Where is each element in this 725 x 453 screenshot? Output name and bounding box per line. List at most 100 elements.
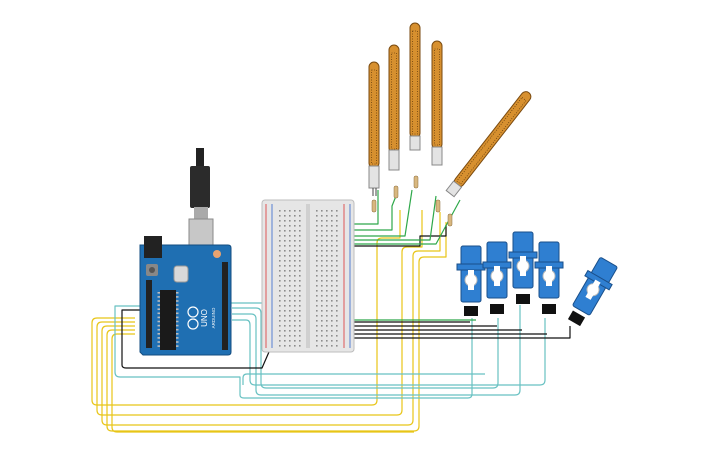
chip-pin: [157, 341, 160, 343]
breadboard-hole: [294, 230, 296, 232]
flex-sensor-5: [445, 91, 532, 198]
breadboard-hole: [331, 265, 333, 267]
breadboard-hole: [326, 315, 328, 317]
breadboard-hole: [294, 265, 296, 267]
breadboard-hole: [321, 290, 323, 292]
breadboard-hole: [316, 260, 318, 262]
green-wire-2: [346, 195, 397, 231]
breadboard-hole: [316, 340, 318, 342]
chip-pin: [176, 304, 179, 306]
servo-4: [534, 241, 564, 314]
breadboard-hole: [321, 330, 323, 332]
power-jack: [144, 236, 162, 258]
breadboard-hole: [316, 210, 318, 212]
breadboard-hole: [321, 280, 323, 282]
breadboard-hole: [289, 325, 291, 327]
resistor-2: [393, 185, 399, 199]
breadboard-hole: [321, 255, 323, 257]
breadboard-hole: [321, 260, 323, 262]
breadboard-hole: [331, 260, 333, 262]
chip-pin: [157, 292, 160, 294]
breadboard-hole: [299, 250, 301, 252]
breadboard-hole: [316, 285, 318, 287]
breadboard-hole: [279, 295, 281, 297]
breadboard-hole: [336, 270, 338, 272]
breadboard-hole: [336, 230, 338, 232]
breadboard-hole: [294, 330, 296, 332]
breadboard-hole: [279, 285, 281, 287]
breadboard-hole: [294, 300, 296, 302]
breadboard-hole: [321, 285, 323, 287]
flex-sensor-3: [409, 22, 421, 151]
breadboard-hole: [279, 340, 281, 342]
breadboard-hole: [316, 225, 318, 227]
breadboard-hole: [279, 220, 281, 222]
breadboard-hole: [336, 250, 338, 252]
breadboard-hole: [289, 275, 291, 277]
breadboard-hole: [279, 310, 281, 312]
breadboard-hole: [279, 290, 281, 292]
chip-pin: [157, 312, 160, 315]
breadboard-hole: [279, 270, 281, 272]
breadboard-hole: [279, 255, 281, 257]
breadboard-hole: [284, 210, 286, 212]
servo-5: [567, 257, 618, 327]
breadboard-hole: [284, 305, 286, 307]
breadboard-hole: [321, 250, 323, 252]
breadboard-hole: [299, 305, 301, 307]
breadboard-hole: [331, 315, 333, 317]
breadboard-hole: [316, 320, 318, 322]
breadboard-hole: [294, 250, 296, 252]
usb-plug-metal: [194, 207, 208, 219]
breadboard-hole: [316, 230, 318, 232]
chip-pins: [157, 292, 179, 347]
breadboard-hole: [289, 295, 291, 297]
breadboard-hole: [294, 255, 296, 257]
breadboard-hole: [326, 265, 328, 267]
yellow-wire-4: [106, 222, 447, 432]
breadboard-hole: [326, 215, 328, 217]
breadboard-hole: [316, 255, 318, 257]
breadboard-hole: [336, 220, 338, 222]
resistor-1: [371, 199, 377, 213]
chip-pin: [157, 316, 160, 319]
breadboard-hole: [316, 300, 318, 302]
breadboard-hole: [326, 335, 328, 337]
reset-button-cap: [149, 267, 155, 273]
breadboard-hole: [336, 330, 338, 332]
breadboard-hole: [294, 290, 296, 292]
chip-pin: [157, 296, 160, 298]
breadboard-hole: [316, 310, 318, 312]
breadboard-hole: [336, 275, 338, 277]
breadboard-hole: [279, 335, 281, 337]
chip-pin: [176, 324, 179, 327]
breadboard-hole: [289, 330, 291, 332]
breadboard-hole: [284, 300, 286, 302]
crystal: [173, 265, 189, 283]
breadboard-hole: [321, 230, 323, 232]
breadboard-hole: [299, 240, 301, 242]
breadboard-hole: [299, 255, 301, 257]
breadboard-hole: [279, 320, 281, 322]
breadboard-hole: [316, 315, 318, 317]
breadboard-hole: [336, 215, 338, 217]
breadboard-hole: [316, 235, 318, 237]
breadboard-hole: [321, 215, 323, 217]
resistor-4: [435, 199, 441, 213]
breadboard-hole: [326, 235, 328, 237]
breadboard-hole: [326, 325, 328, 327]
breadboard-hole: [331, 280, 333, 282]
breadboard-hole: [279, 305, 281, 307]
breadboard-hole: [321, 210, 323, 212]
digital-header: [222, 262, 228, 350]
breadboard-hole: [331, 285, 333, 287]
breadboard-hole: [279, 280, 281, 282]
breadboard-hole: [326, 230, 328, 232]
breadboard-hole: [289, 265, 291, 267]
breadboard-hole: [336, 255, 338, 257]
breadboard-hole: [289, 270, 291, 272]
breadboard-hole: [284, 285, 286, 287]
breadboard-hole: [316, 345, 318, 347]
breadboard-hole: [299, 300, 301, 302]
breadboard-hole: [294, 215, 296, 217]
